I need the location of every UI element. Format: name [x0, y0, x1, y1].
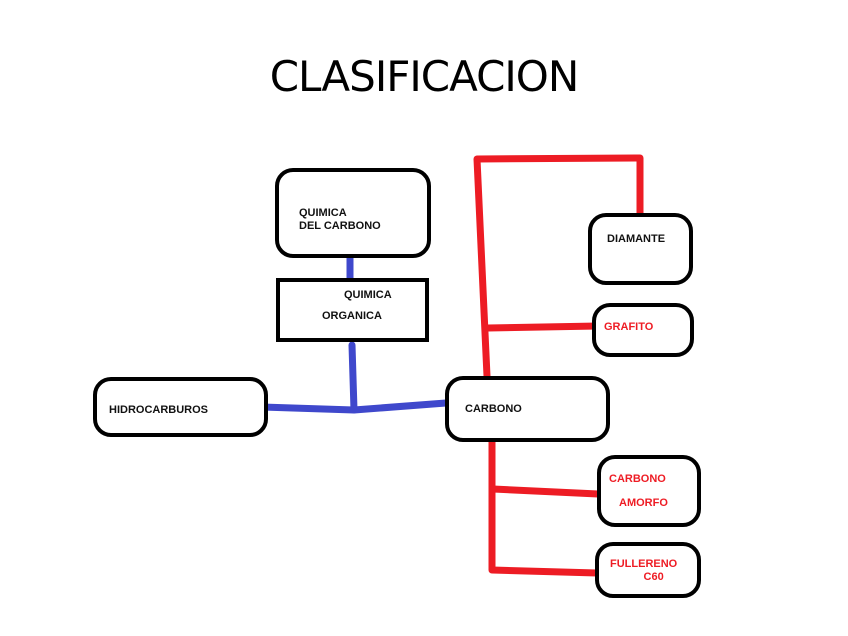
- node-label-line2: AMORFO: [619, 497, 668, 509]
- node-label-line1: CARBONO: [609, 473, 666, 485]
- node-quimica-organica: QUIMICA ORGANICA: [276, 278, 429, 342]
- node-grafito: GRAFITO: [592, 303, 694, 357]
- connector-amorfo: [489, 485, 602, 498]
- connector-carbono-down: [488, 438, 601, 577]
- node-label: CARBONO: [465, 403, 522, 415]
- connector-grafito: [484, 322, 602, 332]
- node-hidrocarburos: HIDROCARBUROS: [93, 377, 268, 437]
- node-carbono-amorfo: CARBONO AMORFO: [597, 455, 701, 527]
- node-label: DIAMANTE: [607, 233, 666, 245]
- node-label: HIDROCARBUROS: [109, 404, 208, 416]
- node-label-line2: ORGANICA: [322, 310, 382, 322]
- node-diamante: DIAMANTE: [588, 213, 693, 285]
- node-label-line1: QUIMICA: [344, 289, 392, 301]
- diagram-title: CLASIFICACION: [269, 52, 580, 101]
- node-carbono: CARBONO: [445, 376, 610, 442]
- connector-carbono-diamante: [473, 154, 644, 380]
- connector-hidrocarburos-carbono: [258, 399, 450, 414]
- node-label: GRAFITO: [604, 321, 654, 333]
- connector-organica-junction: [348, 341, 358, 414]
